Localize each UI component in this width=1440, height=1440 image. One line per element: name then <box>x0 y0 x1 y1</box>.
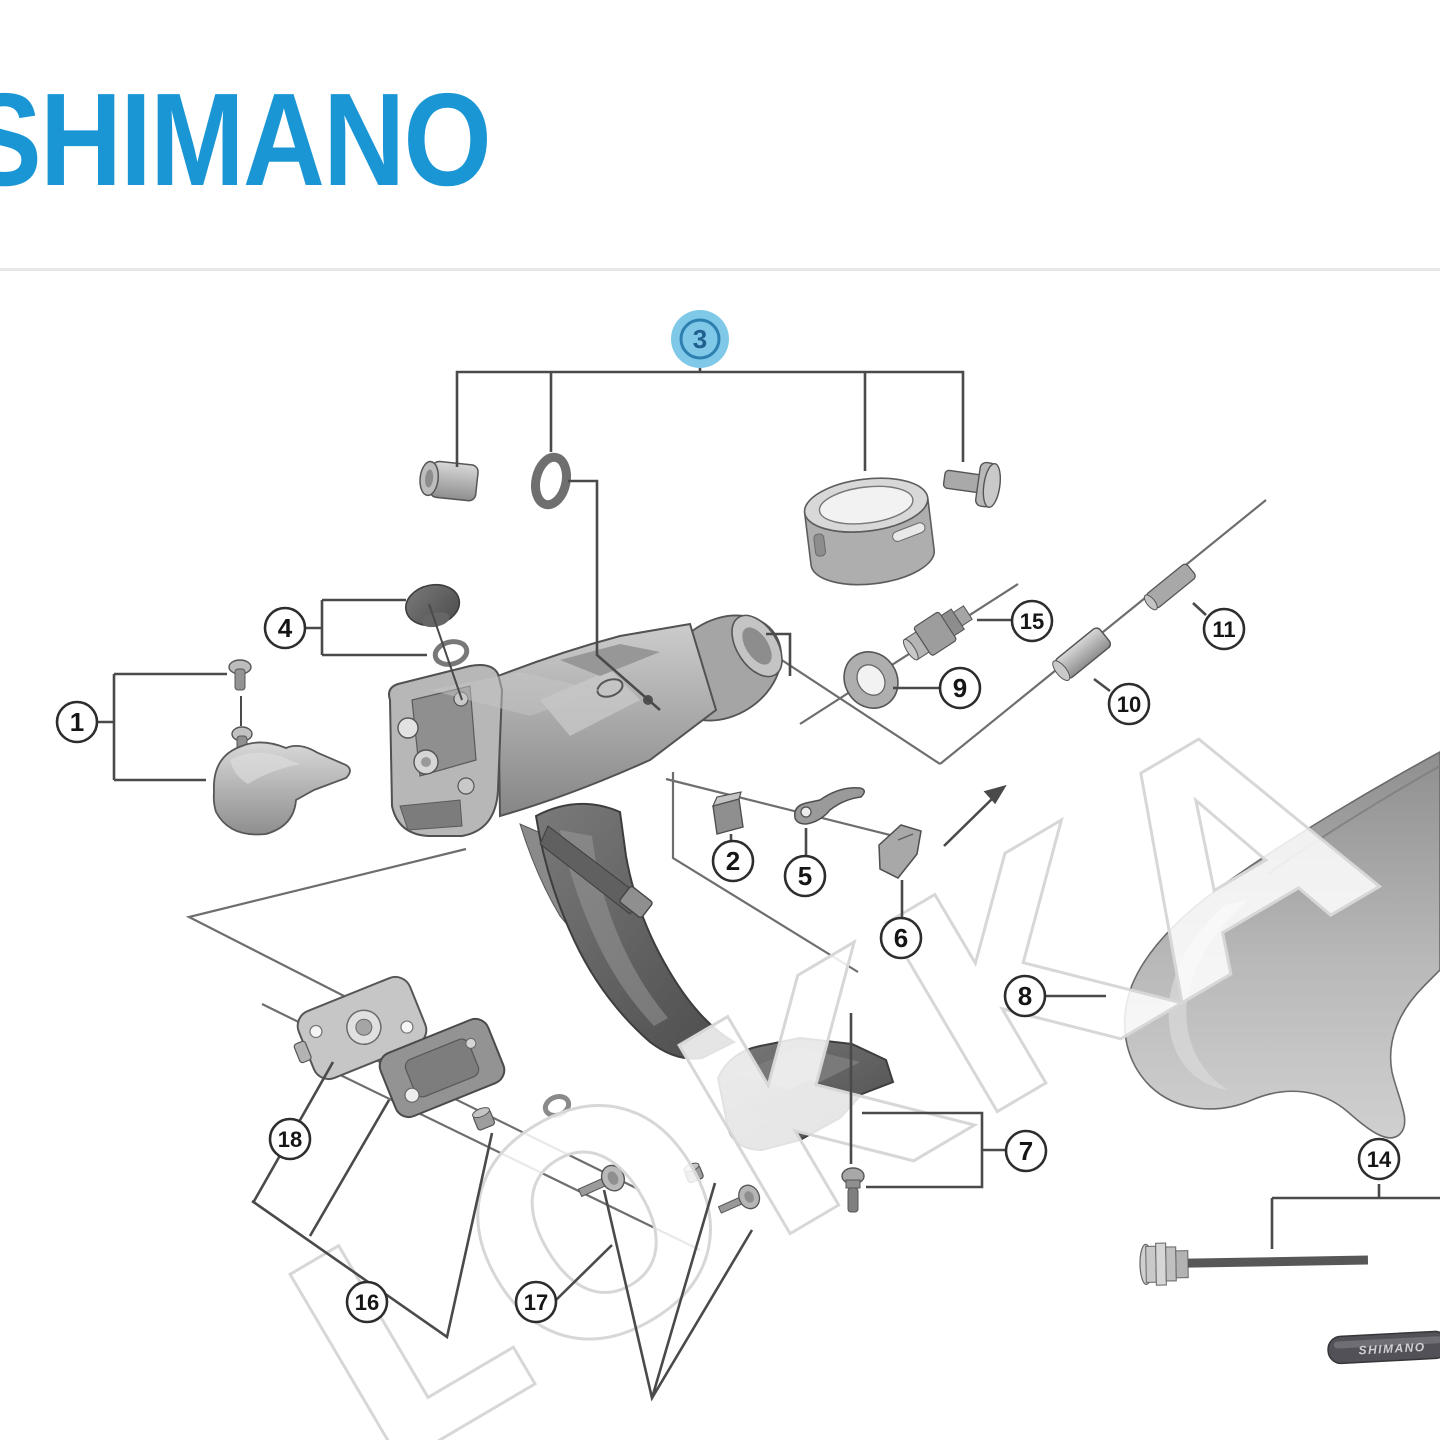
svg-text:1: 1 <box>70 707 84 737</box>
callout-14: 14 <box>1357 1137 1401 1181</box>
svg-text:6: 6 <box>894 923 908 953</box>
bracket-14 <box>1270 1184 1440 1249</box>
svg-text:17: 17 <box>524 1290 548 1315</box>
bracket-1 <box>97 672 227 782</box>
casing-brand-label: SHIMANO <box>1358 1340 1426 1357</box>
callout-3: 3 <box>671 310 729 368</box>
part-18-bracket-plate <box>378 1017 506 1119</box>
part-1-release-lever <box>212 741 351 836</box>
bracket-3 <box>455 370 965 467</box>
part-6-cover-plate <box>878 824 922 879</box>
svg-text:4: 4 <box>278 613 293 643</box>
part-3-mount-bolt <box>419 460 479 502</box>
callout-2: 2 <box>711 839 755 883</box>
svg-text:9: 9 <box>953 673 967 703</box>
part-10-ferrule <box>1052 627 1112 681</box>
part-1-fixing-screw <box>228 659 252 691</box>
svg-text:18: 18 <box>278 1127 302 1152</box>
callout-layer: 3 4 1 15 9 10 11 2 5 6 8 7 14 18 16 17 <box>55 310 1401 1324</box>
svg-text:15: 15 <box>1020 609 1044 634</box>
svg-text:7: 7 <box>1019 1136 1033 1166</box>
leader-lines <box>97 368 1440 1402</box>
shift-cable-line <box>939 499 1267 765</box>
part-5-release-plate <box>793 787 865 825</box>
svg-text:10: 10 <box>1117 692 1141 717</box>
part-4-oring <box>432 639 470 667</box>
callout-15: 15 <box>1010 599 1054 643</box>
svg-text:3: 3 <box>693 324 707 354</box>
bracket-17 <box>555 1182 754 1402</box>
part-3-clamp-band <box>803 477 935 586</box>
shimano-logo: SHIMANO <box>0 66 492 213</box>
svg-text:16: 16 <box>355 1290 379 1315</box>
callout-9: 9 <box>938 666 982 710</box>
part-3-clamp-bolt <box>942 461 1002 509</box>
direction-arrow <box>943 784 1007 847</box>
part-4-cap <box>405 583 461 628</box>
callout-11: 11 <box>1202 607 1246 651</box>
callout-1: 1 <box>55 700 99 744</box>
part-2-cable-clip <box>711 791 744 835</box>
bracket-4 <box>305 598 427 657</box>
callout-8: 8 <box>1003 974 1047 1018</box>
callout-5: 5 <box>783 854 827 898</box>
part-15-connector-plug <box>902 605 973 661</box>
part-9-bushing <box>843 651 899 709</box>
part-16-bolt <box>577 1164 626 1198</box>
part-8-bracket-cover <box>1123 751 1440 1139</box>
callout-7: 7 <box>1004 1129 1048 1173</box>
header-divider <box>0 268 1440 271</box>
main-lever-body <box>388 614 783 1060</box>
part-17-washer <box>542 1094 572 1118</box>
callout-18: 18 <box>268 1117 312 1161</box>
svg-text:2: 2 <box>726 846 740 876</box>
leader-10 <box>1093 677 1111 693</box>
bracket-16 <box>251 1132 494 1340</box>
callout-4: 4 <box>263 606 307 650</box>
leader-11 <box>1192 602 1207 616</box>
svg-text:14: 14 <box>1367 1147 1392 1172</box>
callout-10: 10 <box>1107 682 1151 726</box>
svg-text:8: 8 <box>1018 981 1032 1011</box>
callout-6: 6 <box>879 916 923 960</box>
part-7-lever-cover <box>716 1036 895 1152</box>
callout-16: 16 <box>345 1280 389 1324</box>
part-11-ferrule-small <box>1143 563 1196 611</box>
part-17-bolt <box>717 1184 761 1214</box>
part-7-screw <box>841 1167 865 1213</box>
part-14-outer-casing: SHIMANO <box>1327 1330 1440 1365</box>
part-14-inner-cable <box>1139 1242 1369 1286</box>
part-16-nut <box>472 1107 496 1131</box>
part-17-nut <box>683 1162 704 1184</box>
callout-17: 17 <box>514 1280 558 1324</box>
part-3-oring <box>531 452 571 510</box>
svg-text:5: 5 <box>798 861 812 891</box>
svg-text:11: 11 <box>1212 617 1235 642</box>
lever-strap <box>539 825 641 915</box>
